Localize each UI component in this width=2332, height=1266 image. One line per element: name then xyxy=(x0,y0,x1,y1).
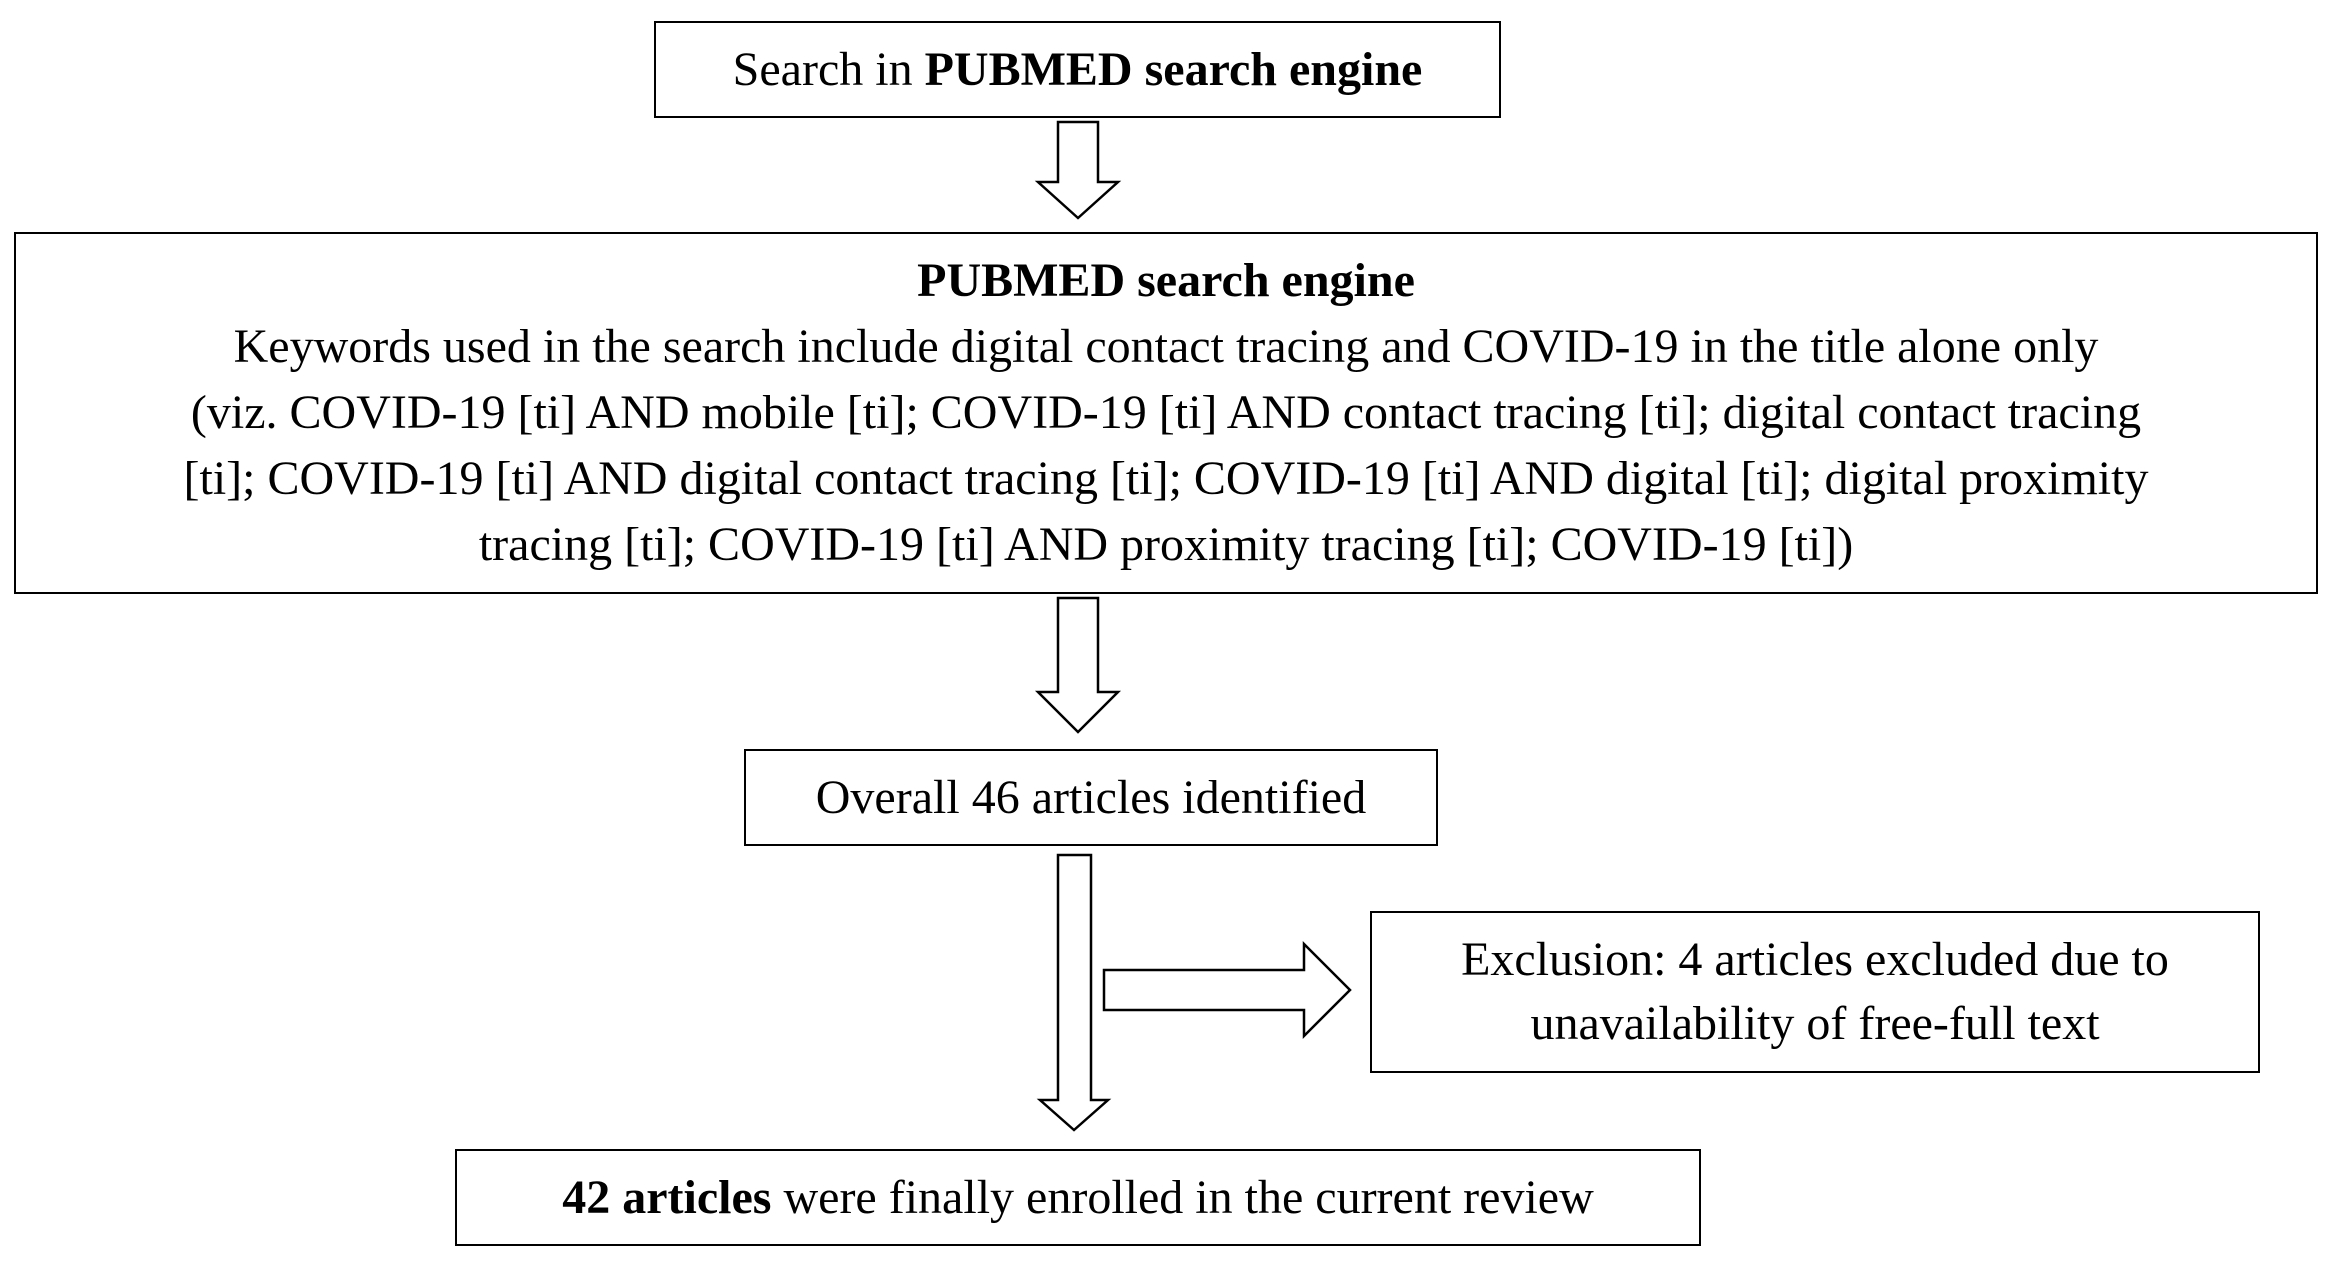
pubmed-box-line-1: Keywords used in the search include digi… xyxy=(233,320,2099,373)
arrow-down-1 xyxy=(1034,120,1122,220)
pubmed-box-title: PUBMED search engine xyxy=(917,254,1415,307)
enrolled-count: 42 articles xyxy=(562,1170,772,1224)
arrow-down-2 xyxy=(1034,596,1122,734)
search-box-prefix: Search in xyxy=(732,42,925,96)
pubmed-box-line-2: (viz. COVID-19 [ti] AND mobile [ti]; COV… xyxy=(190,386,2142,439)
arrow-right-exclusion xyxy=(1102,940,1352,1040)
pubmed-keywords-box: PUBMED search engine Keywords used in th… xyxy=(14,232,2318,594)
search-box-text: Search in PUBMED search engine xyxy=(733,37,1423,103)
enrolled-text: 42 articles were finally enrolled in the… xyxy=(562,1165,1594,1231)
exclusion-line-1: Exclusion: 4 articles excluded due to xyxy=(1461,933,2169,986)
pubmed-box-line-4: tracing [ti]; COVID-19 [ti] AND proximit… xyxy=(478,518,1854,571)
search-box-engine: PUBMED search engine xyxy=(924,42,1423,96)
enrolled-suffix: were finally enrolled in the current rev… xyxy=(771,1170,1594,1224)
search-box: Search in PUBMED search engine xyxy=(654,21,1501,118)
articles-identified-text: Overall 46 articles identified xyxy=(815,770,1367,824)
articles-identified-box: Overall 46 articles identified xyxy=(744,749,1438,846)
exclusion-line-2: unavailability of free-full text xyxy=(1530,997,2100,1050)
pubmed-box-line-3: [ti]; COVID-19 [ti] AND digital contact … xyxy=(183,452,2149,505)
exclusion-box: Exclusion: 4 articles excluded due to un… xyxy=(1370,911,2260,1073)
articles-enrolled-box: 42 articles were finally enrolled in the… xyxy=(455,1149,1701,1246)
arrow-down-3 xyxy=(1036,853,1112,1132)
